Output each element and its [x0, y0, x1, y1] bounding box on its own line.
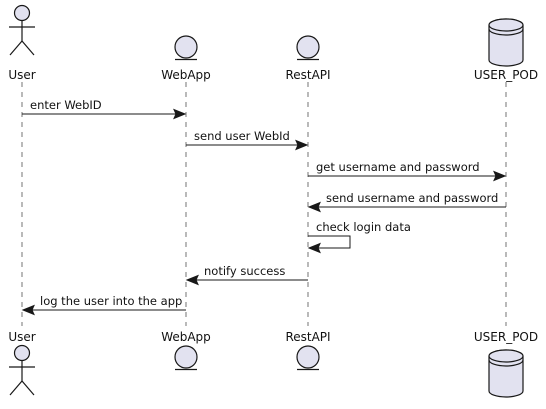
participant-label-top: WebApp — [161, 68, 211, 82]
message-3: get username and password — [308, 160, 507, 182]
message-6: notify success — [185, 264, 308, 286]
entity-icon — [174, 345, 198, 371]
message-label: send user WebId — [194, 129, 290, 143]
entity-icon — [296, 345, 320, 371]
participants-bottom: User WebApp RestAPI USER_POD — [8, 330, 538, 398]
entity-icon — [174, 35, 198, 61]
participant-label-bottom: RestAPI — [285, 330, 330, 344]
message-label: check login data — [316, 220, 411, 234]
participant-label-bottom: USER_POD — [474, 330, 538, 344]
message-4: send username and password — [307, 191, 506, 213]
database-icon — [488, 349, 524, 398]
message-label: log the user into the app — [40, 294, 182, 308]
participant-label-top: USER_POD — [474, 68, 538, 82]
participant-label-bottom: User — [8, 330, 35, 344]
actor-icon — [9, 4, 35, 56]
participants-top: User WebApp RestAPI USER_POD — [8, 4, 538, 82]
message-5: check login data — [307, 220, 411, 254]
database-icon — [488, 18, 524, 67]
message-label: send username and password — [326, 191, 498, 205]
messages: enter WebID send user WebId get username a… — [21, 98, 507, 316]
message-7: log the user into the app — [21, 294, 186, 316]
lifelines — [21, 82, 507, 326]
message-1: enter WebID — [22, 98, 187, 120]
message-label: get username and password — [316, 160, 480, 174]
message-2: send user WebId — [186, 129, 309, 151]
participant-label-top: User — [8, 68, 35, 82]
participant-label-top: RestAPI — [285, 68, 330, 82]
message-label: notify success — [204, 264, 285, 278]
entity-icon — [296, 35, 320, 61]
participant-label-bottom: WebApp — [161, 330, 211, 344]
actor-icon — [9, 344, 35, 396]
message-label: enter WebID — [30, 98, 102, 112]
